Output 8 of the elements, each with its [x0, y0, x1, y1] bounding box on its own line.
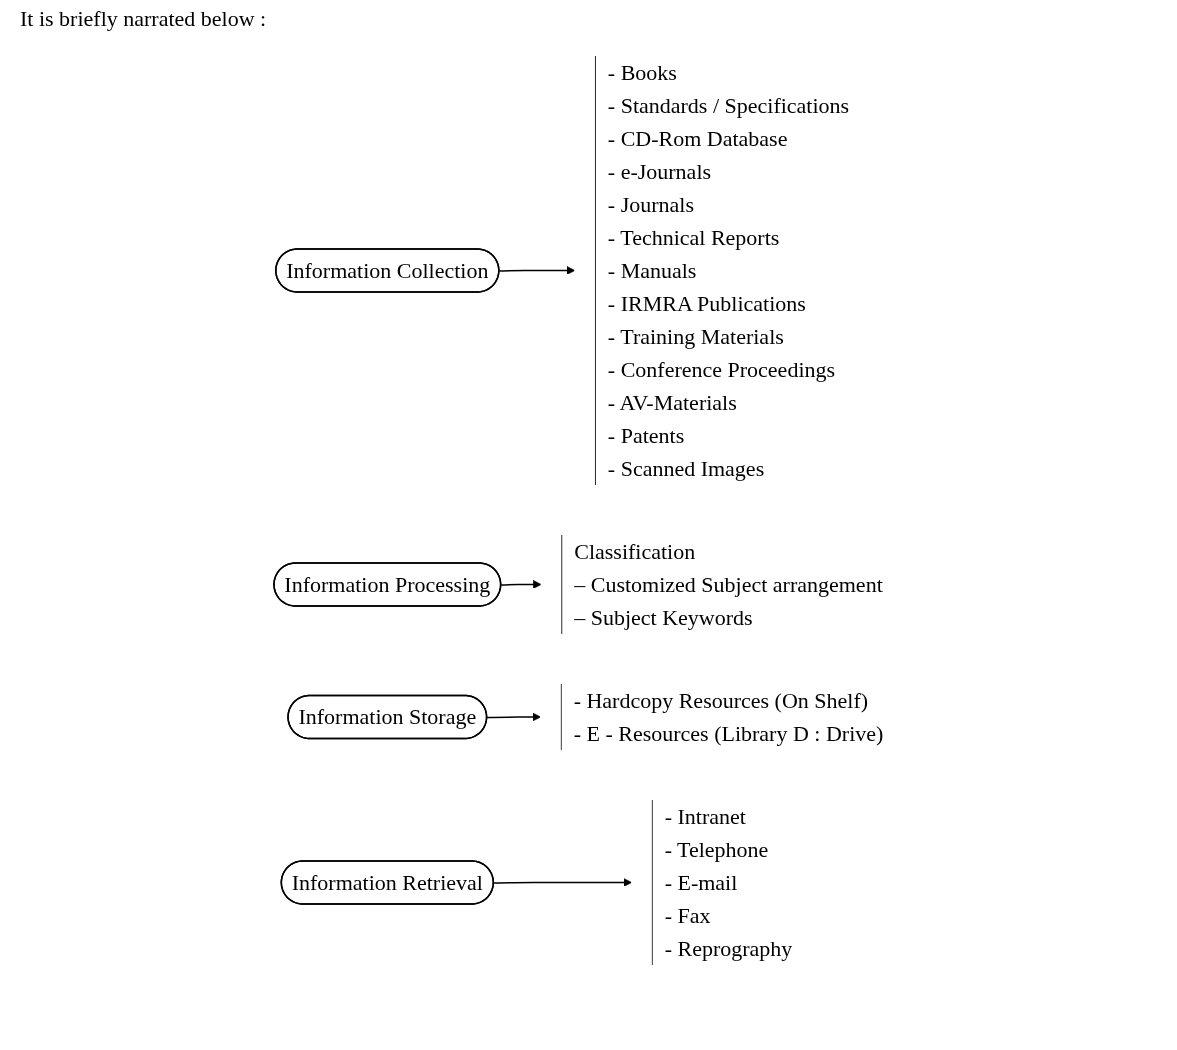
node-text: Classification – Customized Subject arrangement – Subject Keywords: [574, 538, 883, 630]
node-text: - Intranet - Telephone - E-mail - Fax - Reprography: [664, 803, 793, 961]
node-text: - Books - Standards / Specifications - CD-Rom Database - e-Journals - Journals - Technical Reports - Manuals - IRMRA Publications - Training Materials - Conference Proceedings - AV-Materials - Patents - Scanned Images: [607, 60, 849, 481]
arrow: [486, 712, 541, 722]
arrow: [498, 266, 576, 275]
note-text: It is briefly narrated below :: [20, 6, 268, 32]
arrow: [500, 580, 542, 589]
node-text: - Hardcopy Resources (On Shelf) - E - Resources (Library D : Drive): [573, 687, 884, 746]
